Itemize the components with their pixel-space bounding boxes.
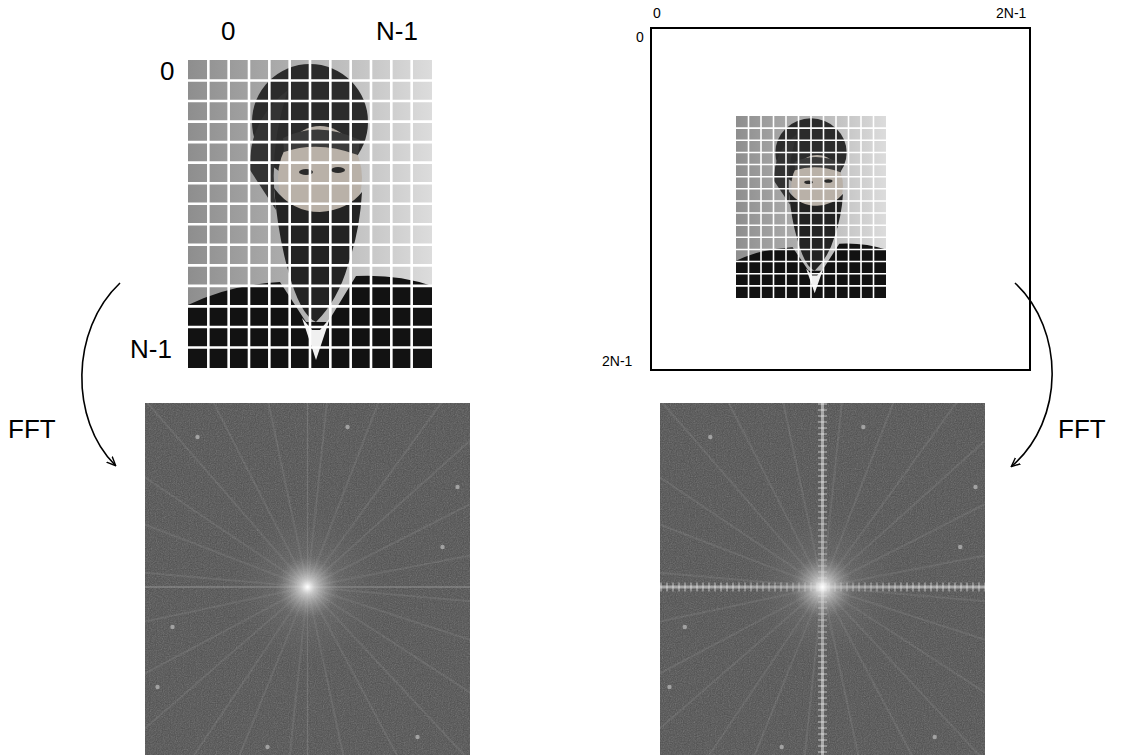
index-label: 0 bbox=[160, 58, 174, 84]
portrait-image bbox=[188, 60, 432, 368]
spectrum-peak bbox=[265, 745, 269, 749]
spectrum-peak bbox=[195, 435, 199, 439]
spectrum-peak bbox=[780, 745, 784, 749]
index-label: N-1 bbox=[376, 18, 418, 44]
spectrum-center bbox=[218, 497, 398, 677]
fft-spectrum bbox=[660, 403, 985, 755]
spectrum-peak bbox=[683, 625, 687, 629]
index-label: 2N-1 bbox=[996, 6, 1026, 20]
spectrum-peak bbox=[440, 545, 444, 549]
fft-spectrum bbox=[145, 403, 470, 755]
spectrum-peak bbox=[455, 485, 459, 489]
padding-frame bbox=[651, 28, 1030, 370]
spectrum-peak bbox=[155, 685, 159, 689]
transform-label: FFT bbox=[1058, 416, 1106, 442]
spectrum-peak bbox=[170, 625, 174, 629]
spectrum-peak bbox=[973, 485, 977, 489]
portrait-image bbox=[736, 116, 886, 298]
index-label: 0 bbox=[653, 6, 661, 20]
spectrum-peak bbox=[861, 425, 865, 429]
spectrum-peak bbox=[415, 735, 419, 739]
transform-label: FFT bbox=[8, 416, 56, 442]
spectrum-center bbox=[733, 497, 913, 677]
index-label: 0 bbox=[636, 30, 644, 44]
spectrum-peak bbox=[958, 545, 962, 549]
index-label: N-1 bbox=[130, 336, 172, 362]
spectrum-peak bbox=[708, 435, 712, 439]
fft-arrow bbox=[82, 283, 120, 465]
fft-arrow bbox=[1012, 283, 1052, 466]
index-label: 0 bbox=[221, 18, 235, 44]
spectrum-peak bbox=[667, 685, 671, 689]
index-label: 2N-1 bbox=[602, 354, 632, 368]
spectrum-peak bbox=[345, 425, 349, 429]
spectrum-peak bbox=[933, 735, 937, 739]
